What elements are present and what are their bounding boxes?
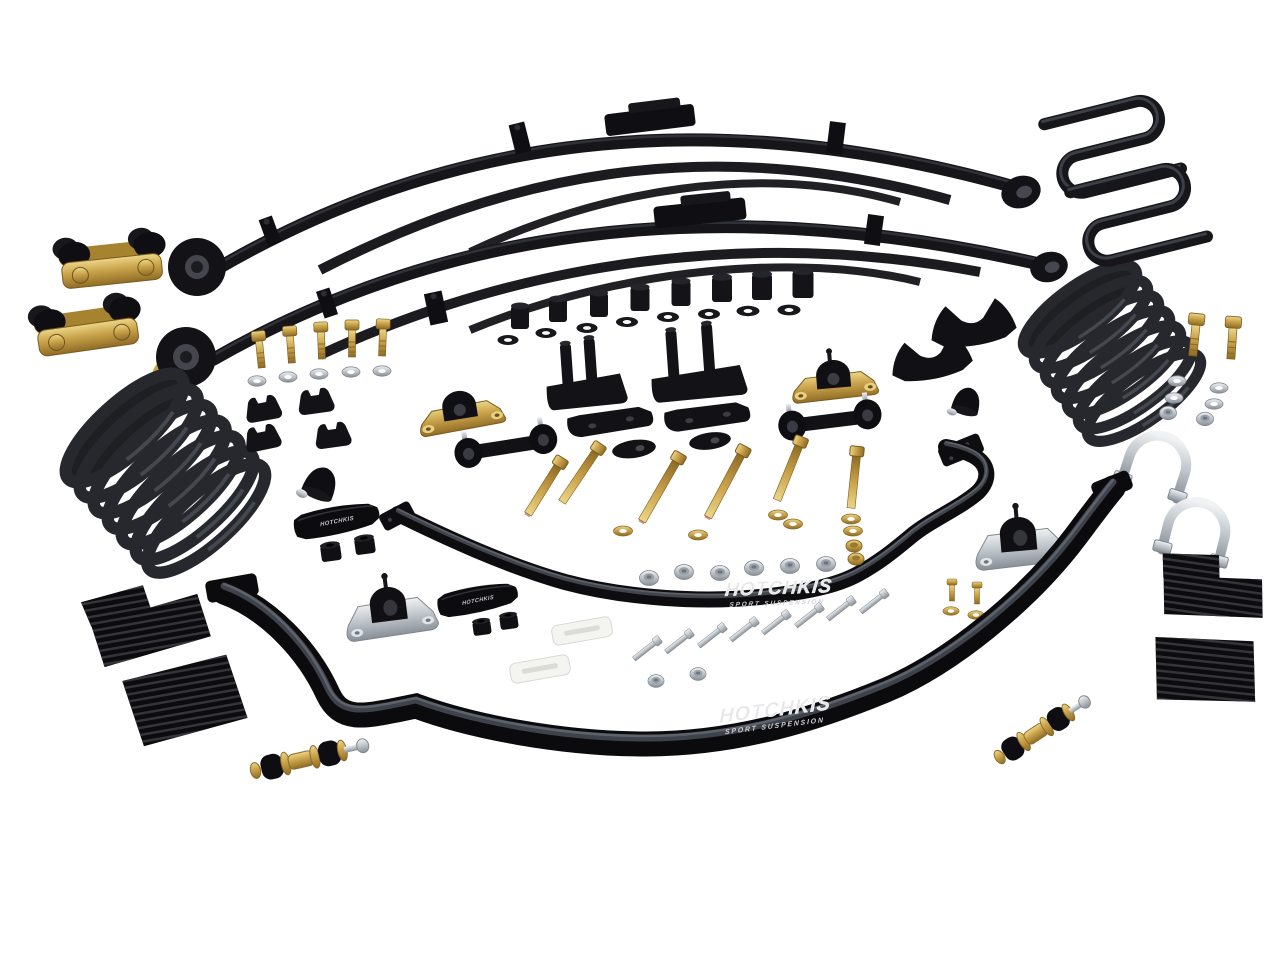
shim-plate-1	[567, 406, 654, 438]
grease-packet-2	[509, 654, 571, 684]
brand-tagline-rear: SPORT SUSPENSION	[729, 598, 825, 608]
bushing-bracket-gold-1	[420, 390, 507, 438]
ribbed-block-2	[122, 654, 248, 747]
leaf-spring-shackle-2	[27, 292, 141, 357]
leaf-spring-upper	[168, 97, 1041, 296]
grease-packet-1	[551, 616, 613, 646]
dog-bone-link-1	[454, 417, 558, 468]
small-bushings	[319, 534, 519, 636]
z-clip-2	[1069, 160, 1207, 266]
sway-bar-rear: HOTCHKIS SPORT SUSPENSION	[379, 433, 987, 609]
gold-long-bolts	[524, 434, 865, 525]
leaf-spring-clips	[242, 386, 353, 454]
stud-bracket-2	[651, 320, 748, 403]
ribbed-block-4	[1155, 636, 1256, 702]
bushing-bracket-gold-2	[792, 348, 880, 404]
shim-plate-oval-2	[689, 432, 731, 450]
spring-perch-saddle-2	[892, 333, 973, 382]
hotchkis-logo-rear-bar: HOTCHKIS SPORT SUSPENSION	[724, 576, 834, 609]
silver-bolt-row	[632, 588, 890, 688]
brand-name-rear: HOTCHKIS	[724, 576, 833, 601]
coil-spring-left	[51, 358, 280, 588]
gold-washers-nuts	[613, 509, 865, 566]
bump-stop-1	[295, 467, 336, 502]
shim-plate-2	[664, 402, 751, 432]
leaf-spring-lower	[151, 191, 1068, 387]
grip-sleeve-1: HOTCHKIS	[293, 503, 380, 540]
leaf-spring-shackle-1	[52, 227, 166, 289]
spacer-bushing-row	[497, 267, 814, 345]
dog-bone-link-2	[778, 392, 882, 441]
gold-screws-right	[942, 578, 985, 620]
spring-perch-saddle-1	[931, 298, 1017, 348]
bushing-bracket-zinc-1	[346, 573, 440, 642]
ribbed-block-1	[80, 585, 211, 668]
stud-bracket-1	[546, 335, 628, 411]
bump-stop-2	[946, 387, 980, 417]
shim-plate-oval-1	[612, 439, 656, 459]
end-link-right	[989, 688, 1096, 770]
grip-sleeve-2: HOTCHKIS	[437, 583, 518, 618]
end-link-left	[247, 731, 372, 785]
ribbed-block-3	[1162, 553, 1263, 618]
